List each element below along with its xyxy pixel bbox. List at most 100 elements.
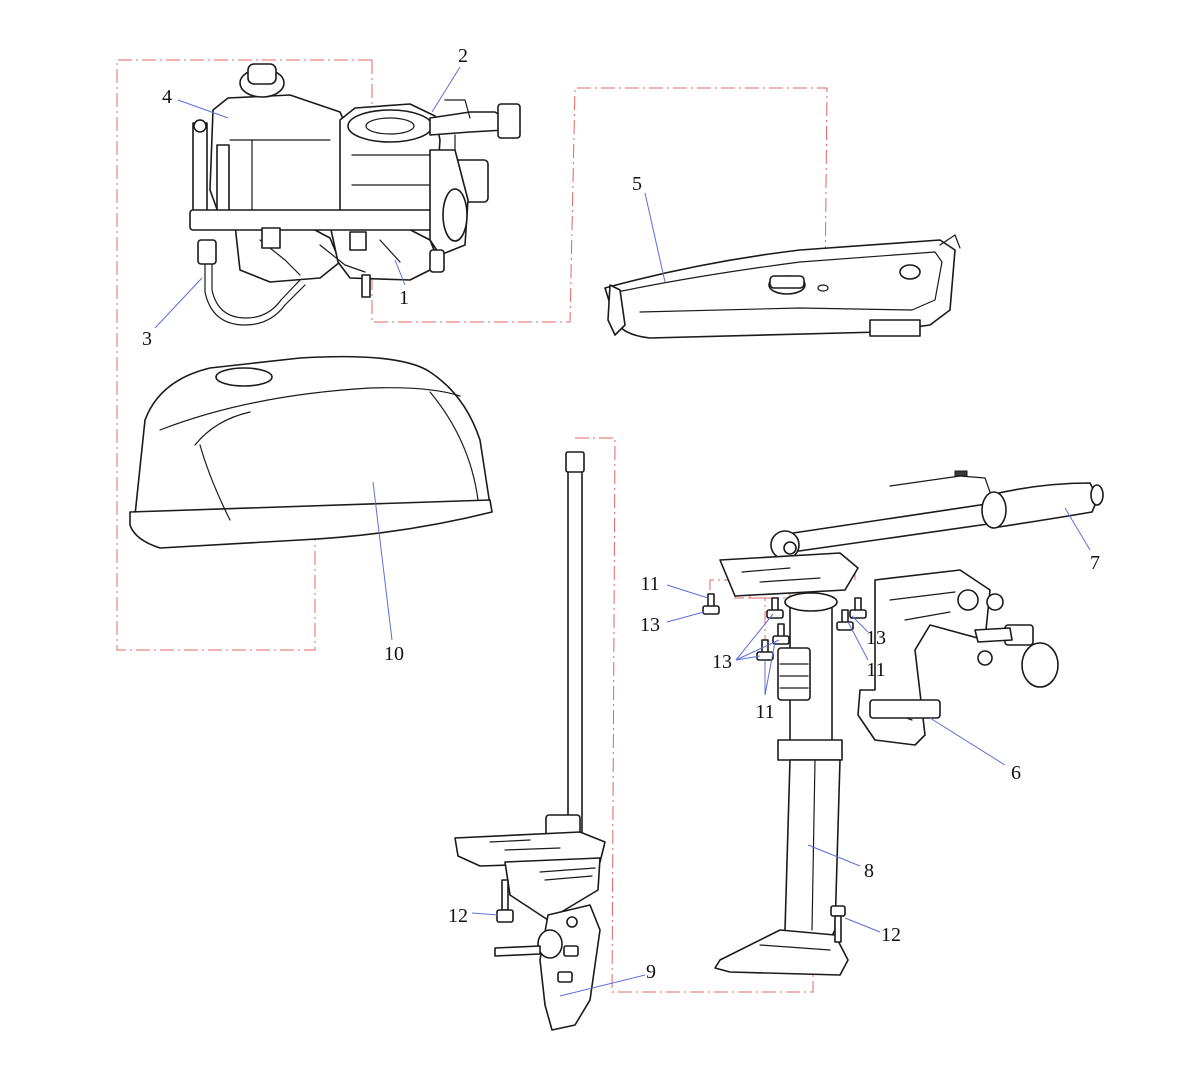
cowl-shell: [134, 355, 491, 516]
propeller-shaft: [494, 945, 541, 957]
mounting-plate: [719, 552, 859, 597]
tiller-handle: [770, 470, 1104, 560]
callout-labels: 1 2 3 4 5 6 7 8 9 10 11 11 11 12 12 13 1…: [142, 45, 1100, 983]
recoil-starter-inner: [365, 117, 415, 135]
lower-boss: [429, 249, 445, 273]
propeller-hub: [537, 929, 563, 959]
callout-1: 1: [399, 287, 409, 309]
callout-12-b: 12: [881, 924, 901, 946]
engine-assembly: [189, 63, 521, 326]
leader-13-b-3: [735, 655, 761, 661]
leader-8: [807, 844, 861, 867]
leader-12-b: [844, 917, 881, 933]
callout-13-c: 13: [866, 627, 886, 649]
tiller-pivot-bolt: [783, 541, 797, 555]
recoil-starter-ribs: [351, 154, 431, 186]
tray-rear-mount: [899, 264, 921, 280]
engine-cowl: [129, 355, 493, 549]
callout-5: 5: [632, 173, 642, 195]
housing-top-collar: [784, 592, 838, 612]
callout-6: 6: [1011, 762, 1021, 784]
bolt-13-b-washer: [766, 609, 784, 619]
recoil-starter-cap: [347, 109, 433, 143]
housing-foot-edge: [759, 944, 831, 951]
tray-rear-hook: [939, 234, 961, 249]
bolt-12-right-head: [830, 905, 846, 917]
tray-mount-hole: [817, 284, 829, 292]
fuel-line-outer: [204, 261, 306, 326]
leader-2: [431, 66, 461, 113]
choke-block: [261, 227, 281, 249]
engine-stud: [361, 274, 371, 298]
leader-6: [929, 717, 1006, 766]
tiller-arm: [779, 501, 1003, 554]
cowl-crease-upper: [159, 387, 461, 431]
throttle-cable-end: [954, 470, 968, 477]
leader-4: [177, 99, 229, 119]
engine-base: [189, 209, 441, 231]
gear-case-fins: [539, 867, 596, 881]
bolt-13-a-washer: [702, 605, 720, 615]
leader-10: [372, 481, 393, 641]
gear-case-plug-a: [563, 945, 579, 957]
callout-2: 2: [458, 45, 468, 67]
plate-ribs: [489, 839, 561, 851]
leader-11-b-1: [764, 641, 776, 696]
callout-11-a: 11: [640, 573, 659, 595]
leader-12-a: [471, 912, 499, 916]
tiller-end-cap: [1090, 484, 1104, 506]
callout-8: 8: [864, 860, 874, 882]
clamp-lower-arm: [869, 699, 941, 719]
housing-leg: [759, 759, 841, 961]
cowl-rim: [129, 499, 493, 549]
throttle-lever-grip: [497, 103, 521, 139]
fuel-cap-knob: [247, 63, 277, 85]
driveshaft-assembly: [454, 451, 606, 1031]
drive-shaft: [567, 455, 583, 837]
leader-1: [394, 259, 406, 286]
throttle-cable: [889, 475, 991, 493]
tray-latch: [607, 284, 626, 336]
carburetor: [234, 221, 341, 283]
callout-11-c: 11: [866, 659, 885, 681]
clamp-bolt-a: [986, 593, 1004, 611]
bolt-hardware: [702, 593, 867, 661]
driveshaft-housing: [714, 592, 849, 976]
clamp-pad: [1021, 642, 1059, 688]
leader-13-a: [666, 611, 705, 623]
gear-case-screw: [566, 916, 578, 928]
housing-side-block-ribs: [779, 663, 809, 689]
clamp-screw: [974, 627, 1013, 643]
engine-tray: [604, 234, 961, 339]
leader-7: [1064, 507, 1091, 551]
housing-foot: [714, 929, 849, 976]
callout-4: 4: [162, 86, 172, 108]
leader-3: [154, 277, 203, 329]
clamp-knob: [957, 589, 979, 611]
clamp-bolt-b: [977, 650, 993, 666]
callout-9: 9: [646, 961, 656, 983]
gear-case-upper: [504, 857, 601, 921]
callout-11-b: 11: [755, 701, 774, 723]
throttle-lever: [429, 111, 506, 136]
tank-bracket-left: [192, 122, 208, 220]
callout-3: 3: [142, 328, 152, 350]
leader-11-c: [847, 621, 869, 661]
callout-7: 7: [1090, 552, 1100, 574]
bolt-13-c-washer: [772, 635, 790, 645]
bolt-13-f-washer: [849, 609, 867, 619]
bolt-12-left-shank: [501, 879, 509, 911]
housing-leg-edge: [811, 759, 816, 931]
clamp-bracket: [719, 552, 1059, 746]
leader-11-a: [666, 584, 709, 599]
leader-13-b-1: [735, 613, 774, 661]
callout-12-a: 12: [448, 905, 468, 927]
fuel-line-inner: [211, 261, 301, 319]
mounting-plate-slots: [741, 567, 821, 583]
housing-side-block: [777, 647, 811, 701]
leader-13-c: [851, 615, 869, 633]
cowl-top-opening: [215, 367, 273, 387]
cowl-crease-side: [194, 411, 251, 521]
bolt-12-left-head: [496, 909, 514, 923]
engine-cowl-group-line: [116, 59, 372, 651]
